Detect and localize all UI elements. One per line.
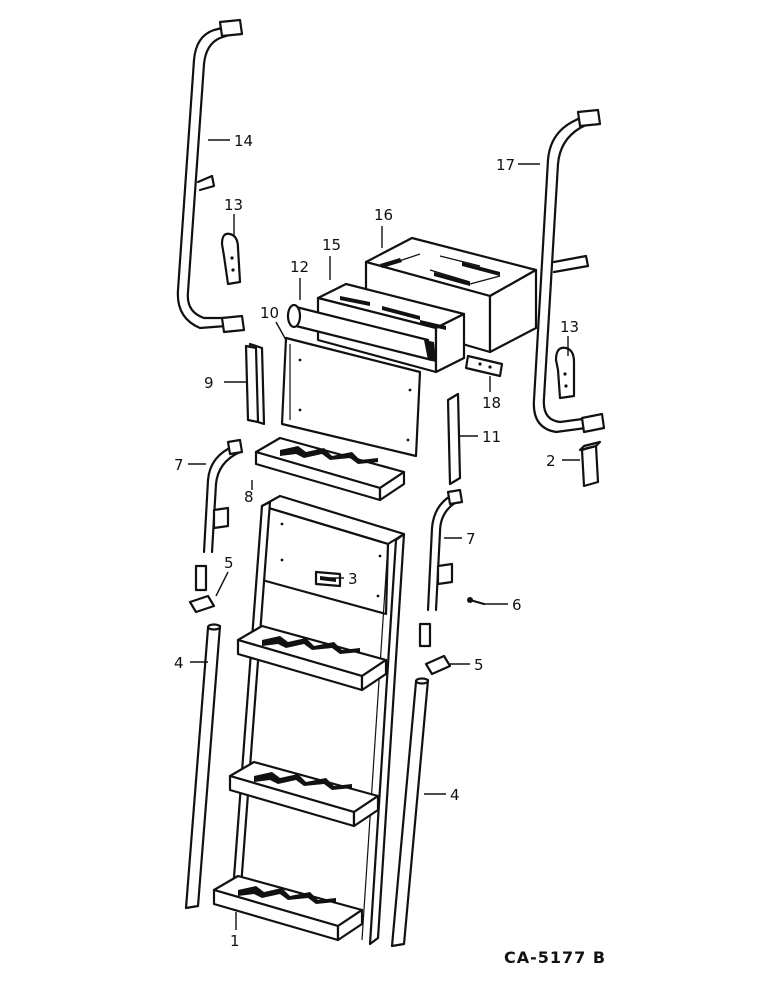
right-upright-bracket bbox=[426, 488, 464, 612]
callout-14: 14 bbox=[234, 132, 253, 150]
callout-13-left: 13 bbox=[224, 196, 243, 214]
callout-15: 15 bbox=[322, 236, 341, 254]
callout-8: 8 bbox=[244, 488, 254, 506]
small-plate bbox=[464, 354, 504, 378]
cylinder-tube bbox=[286, 303, 436, 362]
right-handrail bbox=[532, 108, 606, 434]
left-handrail bbox=[176, 18, 246, 334]
callout-5-left: 5 bbox=[224, 554, 234, 572]
callout-13-right: 13 bbox=[560, 318, 579, 336]
right-clip bbox=[554, 346, 576, 400]
callout-6: 6 bbox=[512, 596, 522, 614]
ladder-frame bbox=[230, 494, 406, 946]
callout-3: 3 bbox=[348, 570, 358, 588]
callout-2: 2 bbox=[546, 452, 556, 470]
label-plate bbox=[314, 570, 342, 588]
left-upright-bracket bbox=[202, 438, 244, 554]
callout-10: 10 bbox=[260, 304, 279, 322]
callout-11: 11 bbox=[482, 428, 501, 446]
left-tube bbox=[184, 623, 222, 910]
left-side-bracket bbox=[244, 342, 266, 426]
callout-4-right: 4 bbox=[450, 786, 460, 804]
callout-17: 17 bbox=[496, 156, 515, 174]
callout-9: 9 bbox=[204, 374, 214, 392]
callout-7-right: 7 bbox=[466, 530, 476, 548]
callout-1: 1 bbox=[230, 932, 240, 950]
right-spacers bbox=[418, 622, 452, 676]
callout-16: 16 bbox=[374, 206, 393, 224]
small-screw bbox=[467, 597, 486, 606]
right-tube bbox=[390, 677, 430, 948]
drawing-number: CA-5177 B bbox=[504, 948, 606, 967]
top-step bbox=[254, 436, 406, 502]
left-clip bbox=[220, 232, 242, 286]
top-panel bbox=[280, 336, 422, 458]
callout-labels: 14 13 16 15 12 10 17 13 9 18 11 2 7 8 7 … bbox=[174, 132, 579, 950]
callout-7-left: 7 bbox=[174, 456, 184, 474]
leader-lines bbox=[188, 139, 580, 930]
ladder-step-middle bbox=[228, 760, 380, 828]
callout-5-right: 5 bbox=[474, 656, 484, 674]
ladder-step-upper bbox=[236, 624, 388, 692]
callout-4-left: 4 bbox=[174, 654, 184, 672]
callout-18: 18 bbox=[482, 394, 501, 412]
right-side-bracket bbox=[446, 392, 462, 486]
small-bracket bbox=[578, 440, 602, 488]
left-spacers bbox=[188, 564, 216, 614]
callout-12: 12 bbox=[290, 258, 309, 276]
ladder-step-bottom bbox=[212, 874, 364, 942]
